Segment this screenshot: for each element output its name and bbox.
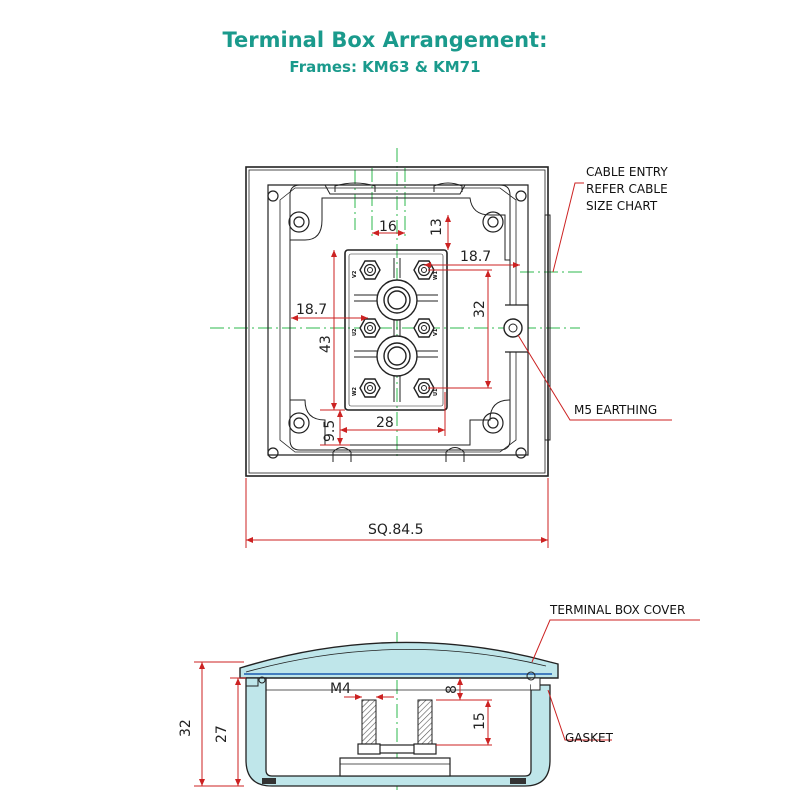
cable-entry-label-1: CABLE ENTRY xyxy=(586,165,668,179)
box-body xyxy=(267,184,529,456)
dim-m4: M4 xyxy=(330,681,351,697)
dim-sq-84-5: SQ.84.5 xyxy=(368,522,424,538)
diagram-title: Terminal Box Arrangement: xyxy=(222,28,548,52)
earthing-label: M5 EARTHING xyxy=(574,403,657,417)
top-view: V2 W1 U2 V1 W2 U1 xyxy=(210,148,672,548)
cable-entry-label-2: REFER CABLE xyxy=(586,182,668,196)
terminal-label-v1: V1 xyxy=(433,328,439,336)
terminal-stud-left xyxy=(361,699,377,747)
gasket-label: GASKET xyxy=(565,731,614,745)
earthing-stud xyxy=(503,304,529,353)
terminal-bosses xyxy=(376,279,418,377)
terminal-block xyxy=(344,249,448,411)
cover-label: TERMINAL BOX COVER xyxy=(549,603,685,617)
diagram-subtitle: Frames: KM63 & KM71 xyxy=(289,58,481,76)
dim-18-7-left: 18.7 xyxy=(296,302,327,318)
dim-27: 27 xyxy=(214,725,230,743)
dim-8: 8 xyxy=(444,685,460,694)
dim-16: 16 xyxy=(379,219,397,235)
terminal-label-u2: U2 xyxy=(352,328,358,336)
dim-32-side: 32 xyxy=(178,719,194,737)
terminal-label-v2: V2 xyxy=(352,270,358,278)
terminal-label-w1: W1 xyxy=(433,270,439,280)
dim-32-top: 32 xyxy=(472,300,488,318)
dim-28: 28 xyxy=(376,415,394,431)
dim-43: 43 xyxy=(318,335,334,353)
section-view: 32 27 M4 8 15 TERMINAL BOX COVER GASKET xyxy=(178,603,700,790)
dim-13: 13 xyxy=(429,218,445,236)
cable-entry-label-3: SIZE CHART xyxy=(586,199,658,213)
dim-15: 15 xyxy=(472,712,488,730)
terminal-label-u1: U1 xyxy=(433,388,439,396)
corner-screws xyxy=(267,190,527,459)
terminal-box-cover xyxy=(239,641,559,679)
terminal-nuts xyxy=(359,260,435,398)
dim-9-5: 9.5 xyxy=(322,420,338,442)
terminal-label-w2: W2 xyxy=(352,386,358,396)
terminal-stud-right xyxy=(417,699,433,747)
outer-frame xyxy=(245,166,549,477)
dim-18-7-right: 18.7 xyxy=(460,249,491,265)
